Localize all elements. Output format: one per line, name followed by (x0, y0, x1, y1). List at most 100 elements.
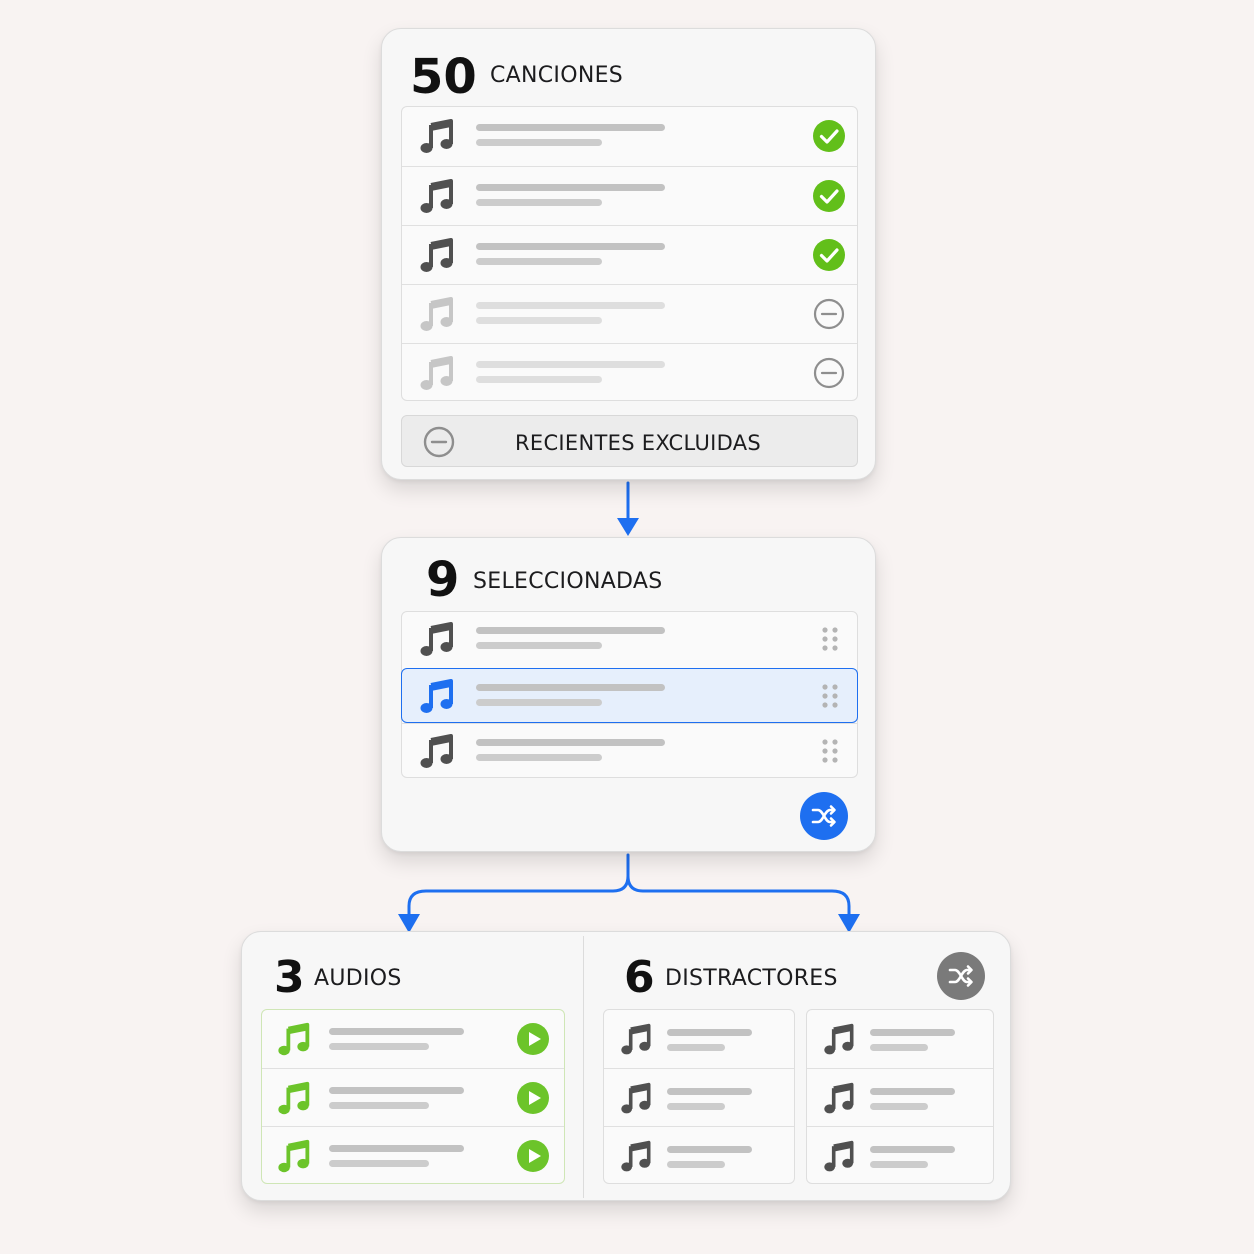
subtitle-placeholder (329, 1043, 429, 1050)
distractor-row[interactable] (604, 1126, 794, 1183)
music-note-icon (418, 295, 458, 335)
shuffle-icon (811, 805, 836, 827)
subtitle-placeholder (870, 1103, 928, 1110)
title-placeholder (476, 184, 665, 191)
music-note-icon (418, 354, 458, 394)
shuffle-button[interactable] (800, 792, 848, 840)
title-placeholder (870, 1146, 955, 1153)
library-card: 50 CANCIONES RECIENTES EXCLUIDAS (381, 28, 876, 480)
minus-circle-icon (812, 297, 846, 331)
excluded-recent-label: RECIENTES EXCLUIDAS (515, 431, 762, 455)
split-card: 3 AUDIOS 6 DISTRACTORES (241, 931, 1011, 1201)
library-heading: CANCIONES (490, 63, 624, 88)
drag-handle-icon[interactable] (821, 738, 839, 764)
subtitle-placeholder (667, 1103, 725, 1110)
music-note-icon (418, 732, 458, 772)
title-placeholder (667, 1029, 752, 1036)
music-note-icon (418, 117, 458, 157)
audio-row[interactable] (262, 1126, 564, 1183)
music-note-icon (418, 677, 458, 717)
subtitle-placeholder (476, 139, 602, 146)
music-note-icon (822, 1081, 858, 1117)
audios-count: 3 (274, 952, 305, 1003)
subtitle-placeholder (870, 1044, 928, 1051)
play-icon[interactable] (516, 1081, 550, 1115)
library-count: 50 (410, 49, 477, 105)
distractor-row[interactable] (807, 1010, 993, 1068)
subtitle-placeholder (476, 317, 602, 324)
drag-handle-icon[interactable] (821, 626, 839, 652)
minus-circle-icon (423, 426, 455, 458)
song-row-excluded[interactable] (402, 284, 857, 343)
music-note-icon (822, 1139, 858, 1175)
subtitle-placeholder (667, 1161, 725, 1168)
title-placeholder (476, 361, 665, 368)
distractors-heading: DISTRACTORES (665, 966, 838, 991)
audio-row[interactable] (262, 1068, 564, 1126)
subtitle-placeholder (476, 258, 602, 265)
music-note-icon (418, 236, 458, 276)
title-placeholder (870, 1088, 955, 1095)
distractor-row[interactable] (807, 1068, 993, 1126)
excluded-recent-button[interactable]: RECIENTES EXCLUIDAS (401, 415, 858, 467)
play-icon[interactable] (516, 1139, 550, 1173)
selected-song-row-active[interactable] (401, 667, 858, 723)
title-placeholder (329, 1087, 464, 1094)
arrowhead-audios (398, 914, 420, 933)
distractor-row[interactable] (604, 1010, 794, 1068)
music-note-icon (619, 1022, 655, 1058)
arrow-selected-to-split (407, 853, 630, 919)
selected-song-row[interactable] (402, 723, 857, 779)
subtitle-placeholder (667, 1044, 725, 1051)
title-placeholder (329, 1028, 464, 1035)
title-placeholder (476, 683, 665, 691)
play-icon[interactable] (516, 1022, 550, 1056)
subtitle-placeholder (476, 698, 602, 706)
music-note-icon (418, 177, 458, 217)
selected-song-list (401, 611, 858, 778)
selected-song-row[interactable] (402, 612, 857, 668)
music-note-icon (276, 1021, 314, 1059)
audio-list (261, 1009, 565, 1184)
distractors-shuffle-button[interactable] (937, 952, 985, 1000)
arrowhead-distractors (838, 914, 860, 933)
drag-handle-icon[interactable] (821, 683, 839, 709)
subtitle-placeholder (329, 1102, 429, 1109)
song-row-excluded[interactable] (402, 343, 857, 400)
subtitle-placeholder (476, 642, 602, 649)
split-divider (583, 936, 584, 1198)
distractor-row[interactable] (807, 1126, 993, 1183)
minus-circle-icon (812, 356, 846, 390)
shuffle-icon (948, 965, 973, 987)
distractor-list-left (603, 1009, 795, 1184)
subtitle-placeholder (870, 1161, 928, 1168)
title-placeholder (329, 1145, 464, 1152)
title-placeholder (667, 1088, 752, 1095)
check-circle-icon (812, 119, 846, 153)
selected-heading: SELECCIONADAS (473, 569, 663, 594)
song-row[interactable] (402, 166, 857, 225)
subtitle-placeholder (476, 376, 602, 383)
music-note-icon (276, 1080, 314, 1118)
title-placeholder (476, 124, 665, 131)
distractor-row[interactable] (604, 1068, 794, 1126)
music-note-icon (418, 620, 458, 660)
title-placeholder (870, 1029, 955, 1036)
music-note-icon (822, 1022, 858, 1058)
song-list (401, 106, 858, 401)
arrow-split-right (626, 874, 851, 919)
audios-heading: AUDIOS (314, 966, 402, 991)
title-placeholder (476, 739, 665, 746)
music-note-icon (276, 1138, 314, 1176)
title-placeholder (476, 302, 665, 309)
audio-row[interactable] (262, 1010, 564, 1068)
music-note-icon (619, 1139, 655, 1175)
subtitle-placeholder (329, 1160, 429, 1167)
check-circle-icon (812, 179, 846, 213)
song-row[interactable] (402, 107, 857, 166)
music-note-icon (619, 1081, 655, 1117)
subtitle-placeholder (476, 754, 602, 761)
distractor-list-right (806, 1009, 994, 1184)
song-row[interactable] (402, 225, 857, 284)
